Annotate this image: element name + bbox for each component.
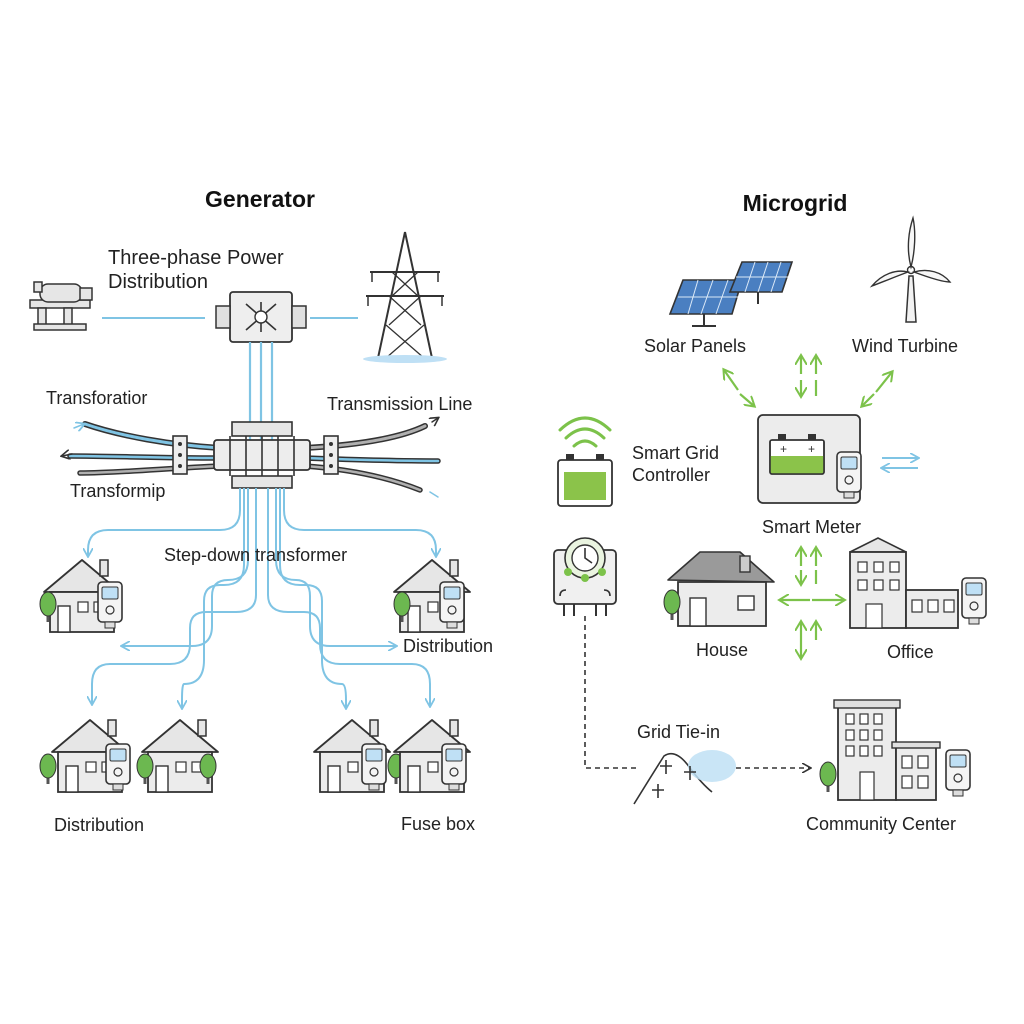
transmission-line-label: Transmission Line (327, 394, 473, 414)
distribution-feeder-lines (88, 488, 436, 708)
transformer-bank-icon (172, 421, 339, 489)
wind-turbine-icon (869, 215, 952, 323)
transmission-tower-icon (363, 231, 447, 363)
generator-title: Generator (205, 186, 315, 212)
three-phase-label: Three-phase Power Distribution (108, 247, 284, 293)
smart-meter-label: Smart Meter (762, 517, 862, 537)
svg-text:+: + (808, 442, 815, 456)
controller-exchange-arrows (882, 458, 918, 468)
smart-grid-controller-box: + + (757, 414, 862, 504)
generator-icon (29, 281, 93, 331)
distribution-label-bottom: Distribution (54, 815, 145, 835)
transforatior-label: Transforatior (46, 388, 148, 408)
step-down-transformer-label: Step-down transformer (164, 545, 348, 565)
svg-text:+: + (780, 442, 787, 456)
microgrid-house (663, 551, 775, 627)
smart-grid-controller-label: Smart Grid Controller (632, 443, 720, 485)
house-right-upper (393, 559, 471, 633)
transformip-label: Transformip (70, 481, 166, 501)
house-bottom-2 (136, 719, 219, 793)
battery-icon (557, 454, 613, 507)
energy-management-unit-icon (553, 537, 617, 616)
transmission-cables (62, 418, 441, 498)
office-label: Office (887, 642, 934, 662)
grid-tie-in-path (584, 616, 810, 805)
house-label: House (696, 640, 749, 660)
wireless-signal-icon (558, 416, 612, 448)
solar-panels-icon (668, 261, 794, 327)
office-building (849, 537, 987, 629)
grid-tie-in-label: Grid Tie-in (637, 722, 721, 742)
community-center-label: Community Center (806, 814, 957, 834)
house-left-upper (39, 559, 123, 633)
microgrid-title: Microgrid (742, 190, 848, 216)
solar-panels-label: Solar Panels (644, 336, 747, 356)
house-bottom-3 (313, 719, 405, 793)
community-center-building (819, 699, 971, 801)
house-bottom-1 (39, 719, 131, 793)
wind-turbine-label: Wind Turbine (852, 336, 959, 356)
three-phase-switchgear-icon (215, 291, 307, 343)
microgrid-flow-arrows (724, 356, 892, 658)
fuse-box-label: Fuse box (401, 814, 476, 834)
house-bottom-4 (393, 719, 471, 793)
distribution-label-right: Distribution (403, 636, 494, 656)
